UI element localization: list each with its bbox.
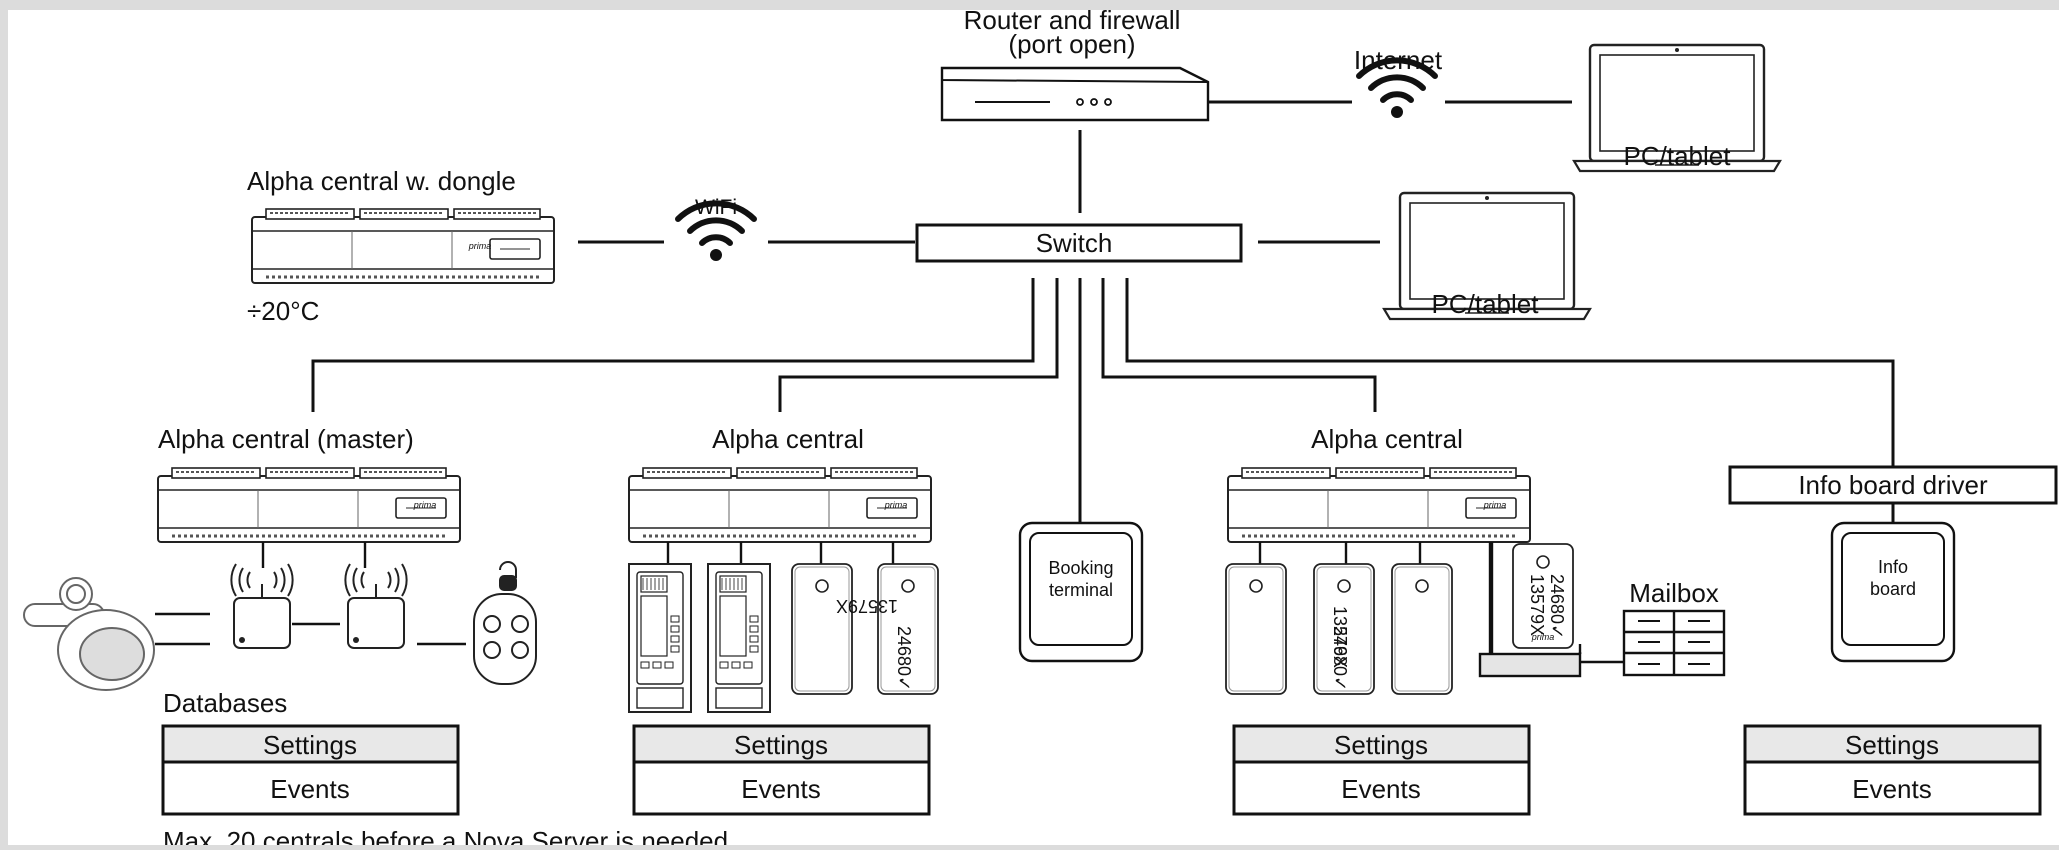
brand-mark-central-2: prima (884, 500, 908, 510)
mailbox-label: Mailbox (1629, 578, 1719, 608)
alpha-central-2-label: Alpha central (712, 424, 864, 454)
door-station-1 (628, 563, 692, 713)
card-reader-1 (791, 563, 853, 695)
router-label-line2: (port open) (1008, 29, 1135, 59)
router-firewall: Router and firewall (port open) (940, 5, 1210, 122)
master-wiring (155, 542, 466, 646)
alpha-master-label: Alpha central (master) (158, 424, 414, 454)
switch: Switch (915, 223, 1243, 263)
db2-settings: Settings (734, 730, 828, 760)
keypad-reader-3-col1: 13579X (1527, 574, 1547, 636)
booking-terminal: Booking terminal (1018, 521, 1144, 663)
central-3-wiring (1258, 542, 1624, 664)
alpha-central-3-label: Alpha central (1311, 424, 1463, 454)
database-table-2: Settings Events (632, 724, 931, 816)
info-board-label-line1: Info (1878, 557, 1908, 577)
db2-events: Events (741, 774, 821, 804)
keypad-reader-2: 13579X 24680✓ (1313, 563, 1375, 695)
connection-lines (311, 100, 1895, 523)
keypad-reader-1-col2: 24680✓ (894, 626, 914, 691)
database-table-1: Settings Events (161, 724, 460, 816)
router-label-line1: Router and firewall (964, 5, 1181, 35)
db1-settings: Settings (263, 730, 357, 760)
keypad-reader-1-col1: 13579X (836, 596, 898, 616)
footnote: Max. 20 centrals before a Nova Server is… (163, 826, 728, 845)
key-fob-icon (473, 561, 537, 685)
door-lock-icon (23, 577, 155, 691)
door-station-2 (707, 563, 771, 713)
router-icon (940, 66, 1210, 122)
db1-events: Events (270, 774, 350, 804)
mailbox-icon (1622, 609, 1726, 677)
booking-terminal-label-line2: terminal (1049, 580, 1113, 600)
db4-events: Events (1852, 774, 1932, 804)
keypad-reader-3: 13579X 24680✓ (1512, 543, 1574, 649)
keypad-reader-2-col1: 13579X (1330, 606, 1350, 668)
info-board: Info board (1830, 521, 1956, 663)
central-2-wiring (666, 542, 895, 564)
db3-events: Events (1341, 774, 1421, 804)
info-board-driver: Info board driver (1728, 465, 2058, 505)
keypad-reader-1: 13579X 24680✓ (836, 563, 939, 695)
databases-label: Databases (163, 688, 287, 718)
switch-label: Switch (1036, 228, 1113, 258)
keypad-reader-2-col2: 24680✓ (1330, 626, 1350, 691)
database-table-4: Settings Events (1743, 724, 2042, 816)
database-table-3: Settings Events (1232, 724, 1531, 816)
info-board-label-line2: board (1870, 579, 1916, 599)
pc-tablet-top-label: PC/tablet (1624, 141, 1732, 171)
keypad-reader-3-col2: 24680✓ (1547, 574, 1567, 639)
db4-settings: Settings (1845, 730, 1939, 760)
pc-tablet-mid-label: PC/tablet (1432, 289, 1540, 319)
alpha-dongle-controller (250, 207, 556, 285)
switch-box (915, 223, 1243, 263)
booking-terminal-label-line1: Booking (1048, 558, 1113, 578)
info-board-driver-label: Info board driver (1798, 470, 1988, 500)
db3-settings: Settings (1334, 730, 1428, 760)
temperature-label: ÷20°C (247, 296, 319, 326)
card-reader-3 (1391, 563, 1453, 695)
brand-mark-master: prima (413, 500, 437, 510)
mailbox-controller (1478, 652, 1582, 678)
brand-mark-reader: prima (1531, 632, 1555, 642)
alpha-dongle-label: Alpha central w. dongle (247, 166, 516, 196)
brand-mark-dongle: prima (468, 241, 492, 251)
brand-mark-central-3: prima (1483, 500, 1507, 510)
card-reader-2 (1225, 563, 1287, 695)
